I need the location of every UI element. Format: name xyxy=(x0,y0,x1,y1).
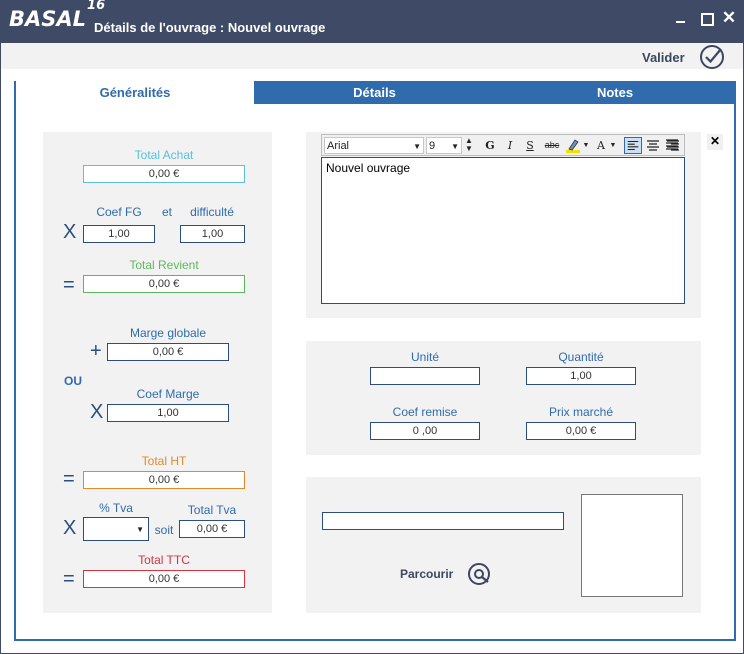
coef-marge-label: Coef Marge xyxy=(136,387,200,401)
editor-toolbar: Arial ▼ 9 ▼ ▲▼ G I S abc ▼ A ▼ xyxy=(321,134,685,156)
highlighter-icon[interactable] xyxy=(565,137,581,154)
browse-magnifier-icon[interactable] xyxy=(467,562,493,586)
window-title: Détails de l'ouvrage : Nouvel ouvrage xyxy=(94,20,326,35)
underline-button[interactable]: S xyxy=(526,139,534,152)
difficulte-field[interactable]: 1,00 xyxy=(180,225,245,243)
maximize-button[interactable] xyxy=(698,10,714,26)
italic-button[interactable]: I xyxy=(507,139,513,152)
check-circle-icon[interactable] xyxy=(699,44,725,70)
coef-marge-field[interactable]: 1,00 xyxy=(107,404,229,422)
equals-symbol: = xyxy=(63,274,75,296)
dropdown-arrow-icon[interactable]: ▼ xyxy=(609,142,617,149)
coef-fg-label: Coef FG xyxy=(96,205,142,219)
unite-label: Unité xyxy=(410,350,439,364)
et-label: et xyxy=(161,205,172,219)
app-logo: BASAL16 xyxy=(9,0,106,31)
coef-fg-field[interactable]: 1,00 xyxy=(83,225,155,243)
equals-symbol: = xyxy=(63,568,75,590)
total-revient-label: Total Revient xyxy=(129,258,199,272)
parcourir-label[interactable]: Parcourir xyxy=(400,567,454,581)
total-ht-field[interactable]: 0,00 € xyxy=(83,471,245,489)
font-color-button[interactable]: A xyxy=(597,139,605,152)
font-size-spinner-icon[interactable]: ▲▼ xyxy=(465,136,473,153)
action-bar xyxy=(1,43,743,69)
coef-remise-field[interactable]: 0 ,00 xyxy=(370,422,480,440)
quantite-label: Quantité xyxy=(558,350,604,364)
total-ttc-field[interactable]: 0,00 € xyxy=(83,570,245,588)
prix-marche-field[interactable]: 0,00 € xyxy=(526,422,636,440)
justify-icon[interactable] xyxy=(663,136,681,153)
close-button[interactable]: ✕ xyxy=(721,8,737,27)
plus-symbol: + xyxy=(90,340,102,362)
ou-label: OU xyxy=(64,374,82,388)
dropdown-arrow-icon[interactable]: ▼ xyxy=(582,142,590,149)
dropdown-arrow-icon: ▼ xyxy=(136,525,144,534)
font-size-select[interactable]: 9 ▼ xyxy=(426,137,462,154)
total-ttc-label: Total TTC xyxy=(138,553,190,567)
align-right-icon[interactable] xyxy=(664,137,682,154)
dropdown-arrow-icon: ▼ xyxy=(451,142,459,151)
editor-close-button[interactable]: ✕ xyxy=(707,134,723,150)
total-revient-field[interactable]: 0,00 € xyxy=(83,275,245,293)
quantite-field[interactable]: 1,00 xyxy=(526,367,636,385)
tab-details[interactable]: Détails xyxy=(254,81,495,104)
align-center-icon[interactable] xyxy=(644,137,662,154)
tab-notes[interactable]: Notes xyxy=(495,81,735,104)
image-path-field[interactable] xyxy=(322,512,564,530)
bold-button[interactable]: G xyxy=(485,139,495,152)
dropdown-arrow-icon: ▼ xyxy=(413,142,421,151)
total-achat-label: Total Achat xyxy=(134,148,194,162)
total-tva-field[interactable]: 0,00 € xyxy=(179,520,245,538)
total-achat-field[interactable]: 0,00 € xyxy=(83,165,245,183)
notes-editor[interactable]: Nouvel ouvrage xyxy=(321,157,685,304)
valider-label[interactable]: Valider xyxy=(642,50,685,65)
total-tva-label: Total Tva xyxy=(187,503,237,517)
minimize-button[interactable] xyxy=(673,10,689,26)
prix-marche-label: Prix marché xyxy=(548,405,613,419)
font-name-select[interactable]: Arial ▼ xyxy=(324,137,424,154)
multiply-symbol: X xyxy=(90,401,104,423)
multiply-symbol: X xyxy=(63,221,77,243)
total-ht-label: Total HT xyxy=(141,454,187,468)
tab-generalites[interactable]: Généralités xyxy=(16,81,254,104)
strikethrough-button[interactable]: abc xyxy=(544,140,560,150)
multiply-symbol: X xyxy=(63,517,77,539)
title-bar: BASAL16 Détails de l'ouvrage : Nouvel ou… xyxy=(1,0,743,43)
pct-tva-label: % Tva xyxy=(99,501,133,515)
coef-remise-label: Coef remise xyxy=(392,405,458,419)
equals-symbol: = xyxy=(63,468,75,490)
align-left-icon[interactable] xyxy=(624,137,642,154)
soit-label: soit xyxy=(154,523,174,537)
difficulte-label: difficulté xyxy=(190,205,234,219)
marge-globale-field[interactable]: 0,00 € xyxy=(107,343,229,361)
details-panel xyxy=(306,341,701,455)
unite-field[interactable] xyxy=(370,367,480,385)
marge-globale-label: Marge globale xyxy=(129,326,207,340)
pct-tva-select[interactable]: ▼ xyxy=(83,517,149,541)
image-preview xyxy=(581,494,683,597)
